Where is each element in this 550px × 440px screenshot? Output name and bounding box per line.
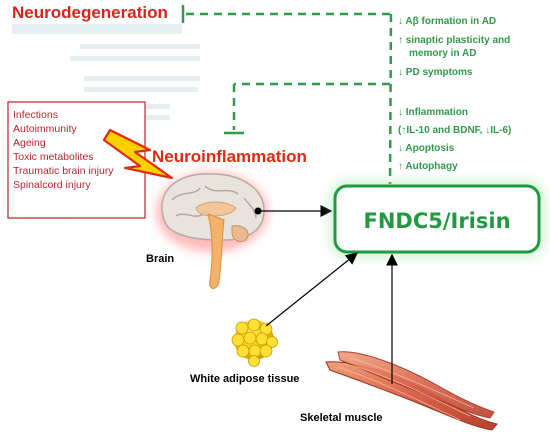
neurodegeneration-title: Neurodegeneration	[12, 3, 168, 22]
inhibit-neurodegeneration-line	[181, 5, 393, 185]
causes-box	[7, 101, 146, 219]
effects-neuroinflammation: ↓ Inflammation (↑IL-10 and BDNF, ↓IL-6) …	[398, 107, 511, 172]
arrow-adipose-to-irisin	[265, 252, 358, 327]
muscle-label: Skeletal muscle	[300, 412, 383, 424]
adipose-label: White adipose tissue	[190, 373, 299, 385]
effect-apoptosis: ↓ Apoptosis	[398, 143, 455, 154]
cause-infections: Infections	[13, 109, 58, 121]
effect-memory: memory in AD	[409, 48, 476, 59]
lightning-bolt-icon	[102, 128, 174, 180]
effect-pd: ↓ PD symptoms	[398, 67, 473, 78]
cause-autoimmunity: Autoimmunity	[13, 123, 77, 135]
effect-abeta: ↓ Aβ formation in AD	[398, 16, 496, 27]
effect-plasticity: ↑ sinaptic plasticity and	[398, 35, 510, 46]
effect-cytokines: (↑IL-10 and BDNF, ↓IL-6)	[398, 125, 511, 136]
causes-list: Infections Autoimmunity Ageing Toxic met…	[13, 109, 114, 191]
skeletal-muscle-icon	[325, 351, 498, 431]
cause-spinal: Spinalcord injury	[13, 179, 91, 191]
effect-inflammation: ↓ Inflammation	[398, 107, 468, 118]
cause-tbi: Traumatic brain injury	[13, 165, 114, 177]
effects-neurodegeneration: ↓ Aβ formation in AD ↑ sinaptic plastici…	[398, 16, 510, 78]
brain-label: Brain	[146, 253, 174, 265]
brain-icon	[156, 172, 268, 289]
cause-ageing: Ageing	[13, 137, 46, 149]
neuroinflammation-label: Neuroinflammation	[152, 147, 307, 166]
irisin-box	[333, 184, 541, 254]
adipose-tissue-icon	[231, 318, 278, 367]
irisin-label: FNDC5/Irisin	[363, 209, 510, 233]
effect-autophagy: ↑ Autophagy	[398, 161, 458, 172]
inhibit-neuroinflammation-line	[224, 82, 390, 135]
cause-toxic: Toxic metabolites	[13, 151, 94, 163]
